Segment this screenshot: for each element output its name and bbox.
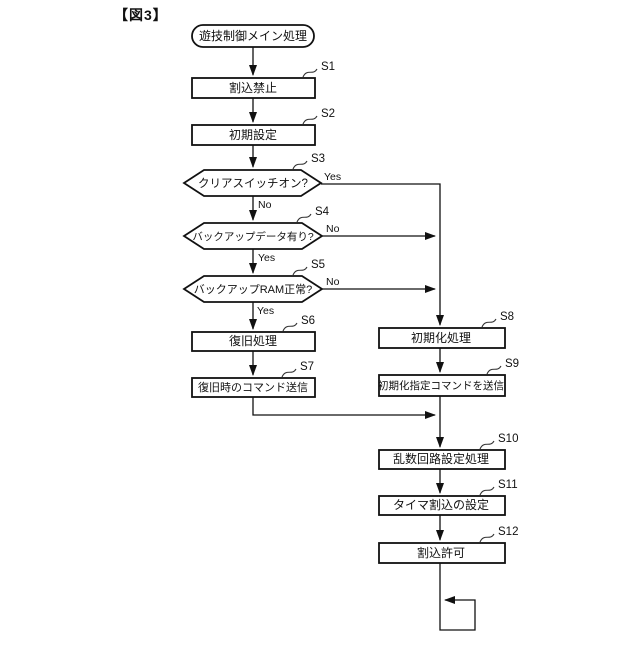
step-id-s3: S3 [311, 153, 325, 165]
step-label-s2: 初期設定 [229, 127, 277, 142]
step-label-s10: 乱数回路設定処理 [393, 451, 489, 466]
step-label-s7: 復旧時のコマンド送信 [198, 380, 308, 394]
decision-shape [182, 222, 324, 250]
step-id-s11: S11 [498, 479, 518, 491]
node-s8: 初期化処理 S8 [378, 311, 514, 349]
step-label-s8: 初期化処理 [411, 331, 471, 345]
process-box [191, 77, 316, 99]
step-id-s6: S6 [301, 315, 315, 327]
leader-squiggle-s2 [302, 115, 318, 125]
node-s12: 割込許可 S12 [378, 526, 518, 564]
step-label-s9: 初期化指定コマンドを送信 [378, 379, 504, 392]
leader-squiggle-s10 [479, 440, 495, 450]
step-label-s5: バックアップRAM正常? [194, 283, 313, 296]
decision-shape [182, 169, 323, 197]
connector-s7-merge [252, 397, 436, 419]
node-s3: クリアスイッチオン? S3 Yes No [182, 153, 341, 211]
step-id-s10: S10 [498, 433, 518, 445]
node-s7: 復旧時のコマンド送信 S7 [191, 361, 316, 398]
leader-squiggle-s8 [481, 318, 497, 328]
step-id-s9: S9 [505, 358, 519, 370]
leader-squiggle-s1 [302, 68, 318, 78]
node-s10: 乱数回路設定処理 S10 [378, 433, 518, 470]
step-label-s6: 復旧処理 [229, 333, 277, 348]
node-s9: 初期化指定コマンドを送信 S9 [378, 358, 519, 397]
process-box [378, 449, 506, 470]
decision-shape [182, 275, 324, 303]
step-label-s11: タイマ割込の設定 [393, 497, 489, 512]
step-id-s1: S1 [321, 61, 335, 73]
leader-squiggle-s6 [282, 322, 298, 332]
process-box [378, 327, 506, 349]
step-id-s5: S5 [311, 259, 325, 271]
node-s6: 復旧処理 S6 [191, 315, 316, 352]
step-id-s8: S8 [500, 311, 514, 323]
connector-main-loop [439, 563, 476, 631]
branch-label-yes: Yes [257, 305, 274, 317]
node-start: 遊技制御メイン処理 [191, 24, 315, 48]
connectors [249, 47, 476, 631]
node-s5: バックアップRAM正常? S5 No Yes [182, 259, 340, 317]
step-id-s4: S4 [315, 206, 330, 218]
process-box [191, 331, 316, 352]
process-box [378, 542, 506, 564]
branch-label-no: No [258, 199, 272, 211]
branch-label-no: No [326, 223, 340, 235]
step-id-s2: S2 [321, 108, 335, 120]
leader-squiggle-s7 [281, 368, 297, 378]
step-id-s12: S12 [498, 526, 518, 538]
node-s2: 初期設定 S2 [191, 108, 335, 146]
process-box [191, 377, 316, 398]
connector-s3-s8-yes [321, 183, 444, 326]
step-id-s7: S7 [300, 361, 314, 373]
branch-label-yes: Yes [258, 252, 275, 264]
leader-squiggle-s12 [479, 533, 495, 543]
leader-squiggle-s11 [479, 486, 495, 496]
process-box [378, 374, 506, 397]
step-label-s12: 割込許可 [417, 545, 465, 560]
branch-label-no: No [326, 276, 340, 288]
start-label: 遊技制御メイン処理 [199, 28, 307, 43]
step-label-s1: 割込禁止 [229, 80, 277, 95]
terminal-shape [191, 24, 315, 48]
branch-label-yes: Yes [324, 171, 341, 183]
leader-squiggle-s5 [292, 266, 308, 276]
step-label-s3: クリアスイッチオン? [198, 177, 308, 190]
leader-squiggle-s4 [296, 213, 312, 223]
node-s1: 割込禁止 S1 [191, 61, 335, 99]
process-box [378, 495, 506, 516]
node-s11: タイマ割込の設定 S11 [378, 479, 518, 516]
leader-squiggle-s9 [486, 365, 502, 375]
figure-title: 【図3】 [114, 7, 168, 23]
step-label-s4: バックアップデータ有り? [192, 230, 313, 243]
leader-squiggle-s3 [292, 160, 308, 170]
node-s4: バックアップデータ有り? S4 No Yes [182, 206, 340, 264]
process-box [191, 124, 316, 146]
